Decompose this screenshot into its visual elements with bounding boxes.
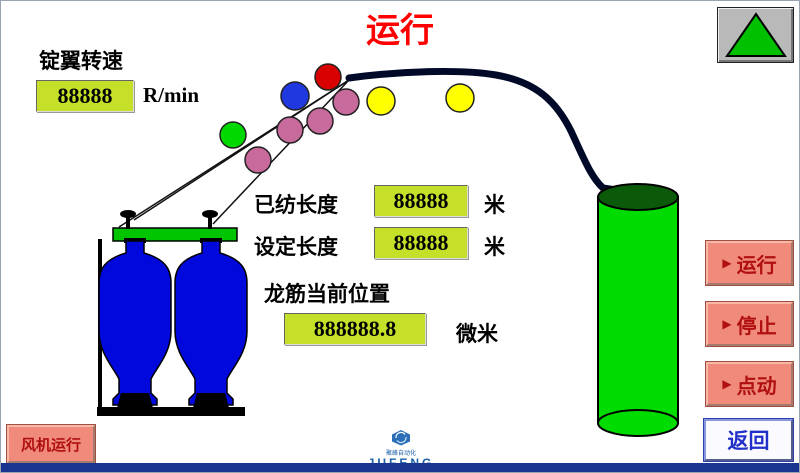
stop-pointer-icon: ▶ [722,317,732,331]
fan-run-button-label: 风机运行 [20,437,81,454]
spindle-top-right [202,210,218,229]
frame-base [97,407,245,416]
spindle-speed-unit: R/min [143,83,200,107]
nav-up-button[interactable] [717,7,794,63]
guide-wheel-pink [276,116,304,144]
spindle-speed-label: 锭翼转速 [39,49,123,73]
fan-run-button[interactable]: 风机运行 [6,424,96,464]
set-length-value: 88888 [374,227,468,259]
guide-wheel-pink [332,88,360,116]
run-button-label: 运行 [736,254,777,277]
jufeng-logo-icon [392,430,410,446]
take-up-cylinder [597,183,679,437]
run-pointer-icon: ▶ [722,256,732,270]
set-length-label: 设定长度 [254,235,338,259]
spun-length-unit: 米 [484,193,505,217]
back-button[interactable]: 返回 [703,418,794,462]
spindle-rail [112,227,238,242]
jog-pointer-icon: ▶ [722,377,732,391]
guide-wheel-red [314,63,342,91]
guide-wheel-pink [306,107,334,135]
guide-wheel-yellow [445,83,475,113]
back-button-label: 返回 [727,429,770,453]
up-arrow-icon [724,12,787,57]
run-button[interactable]: ▶ 运行 [705,240,794,286]
bobbin-right [174,238,248,408]
guide-wheel-green [219,121,247,149]
rail-position-label: 龙筋当前位置 [264,282,390,306]
spindle-top-left [120,210,136,229]
rail-position-value: 888888.8 [284,313,426,345]
guide-wheel-yellow [366,86,396,116]
spun-length-value: 88888 [374,185,468,217]
spindle-speed-value: 88888 [36,80,134,112]
guide-wheel-blue [280,81,310,111]
rail-position-unit: 微米 [456,322,498,346]
spun-length-label: 已纺长度 [254,193,338,217]
logo-tagline: 聚峰自动化 [385,451,416,457]
jog-button[interactable]: ▶ 点动 [705,361,794,407]
stop-button-label: 停止 [736,315,777,338]
bottom-accent-bar [1,463,799,472]
thread-path [345,67,641,197]
thread-fan-lines [118,79,350,228]
guide-wheels [219,63,475,174]
set-length-unit: 米 [484,235,505,259]
bobbin-left [98,238,172,408]
jog-button-label: 点动 [736,375,777,398]
guide-wheel-pink [244,146,272,174]
stop-button[interactable]: ▶ 停止 [705,301,794,347]
